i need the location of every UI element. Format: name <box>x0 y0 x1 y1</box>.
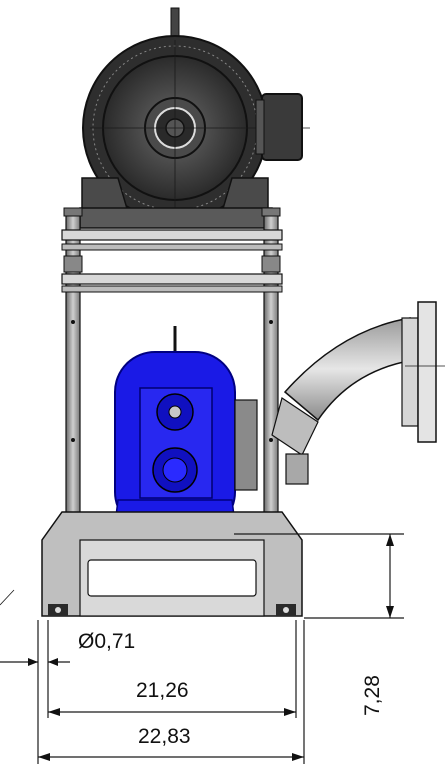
dimension-lines <box>0 533 404 764</box>
motor-base-plate <box>79 207 273 229</box>
terminal-box <box>261 93 303 161</box>
elbow-flange <box>401 317 419 427</box>
frame-crossbar-upper <box>61 229 283 241</box>
outer-width-label: 22,83 <box>138 725 191 748</box>
inner-width-label: 21,26 <box>136 679 189 702</box>
discharge-elbow <box>271 301 445 485</box>
pin-diameter-label: Ø0,71 <box>78 630 135 653</box>
frame-crossbar-lower <box>61 273 283 285</box>
frame <box>61 207 283 541</box>
height-label: 7,28 <box>361 675 384 716</box>
base-frame <box>41 511 303 617</box>
pump-gear-cover <box>234 399 258 491</box>
base-slot <box>87 559 257 597</box>
pump <box>113 326 258 533</box>
motor <box>79 7 310 229</box>
